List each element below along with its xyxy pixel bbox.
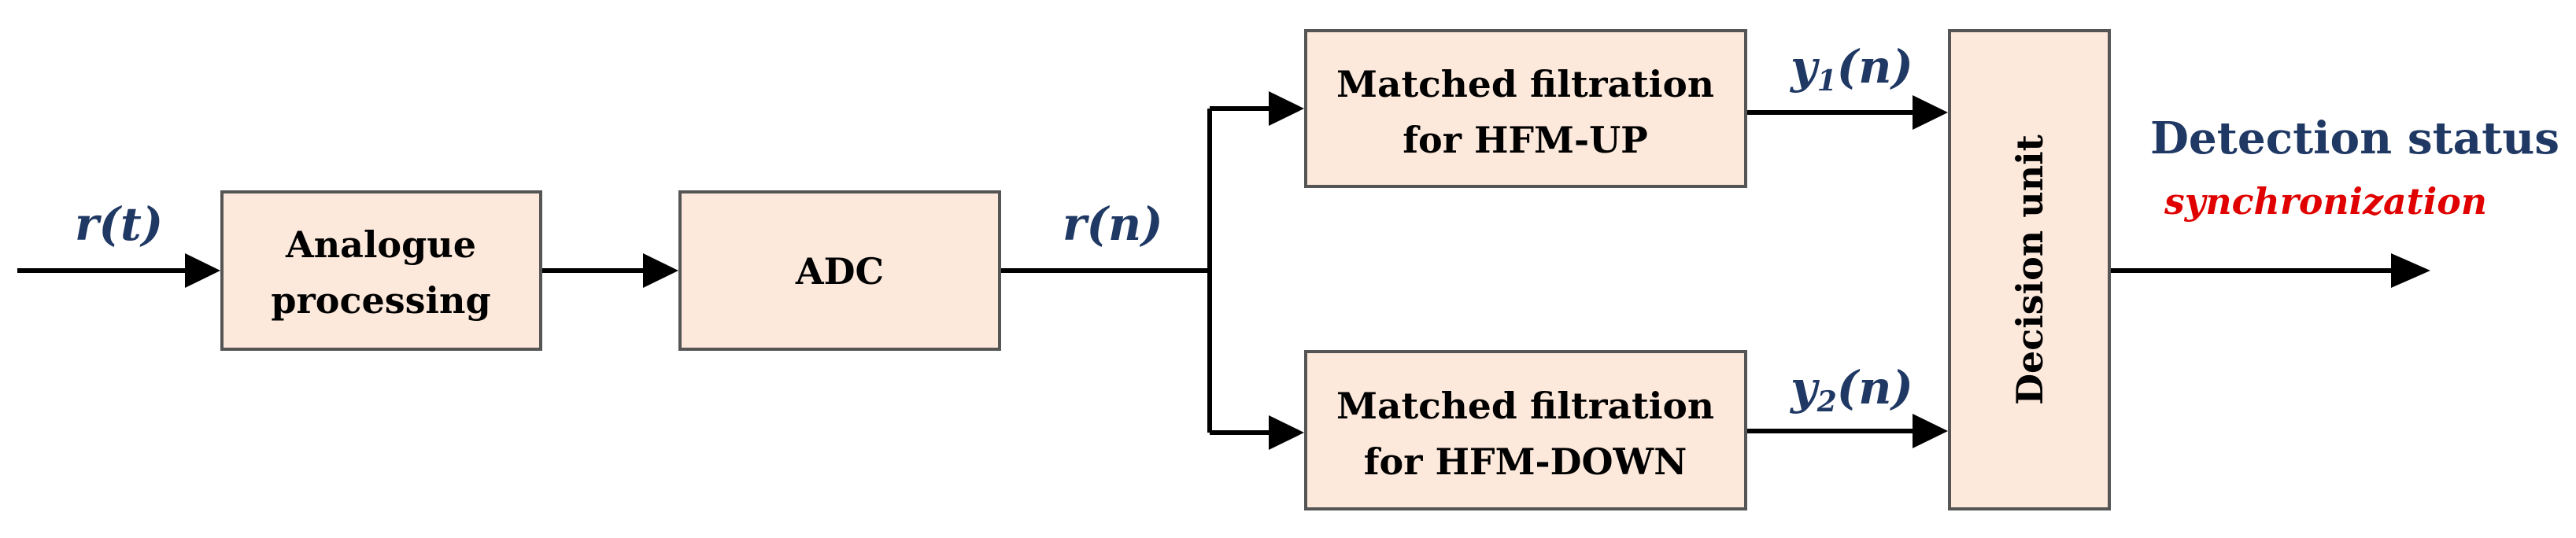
analogue-label-line1: Analogue [285, 223, 476, 266]
detection-status-label: Detection status [2150, 112, 2559, 164]
input-signal-label: r(t) [75, 197, 163, 251]
mf-up-to-decision-arrow-head [1913, 95, 1948, 130]
mf-up-label-line1: Matched filtration [1336, 63, 1714, 105]
analogue-label-line2: processing [271, 279, 490, 322]
adc-block [678, 190, 1001, 351]
synchronization-label: synchronization [2164, 180, 2487, 223]
mf-down-label-line2: for HFM-DOWN [1364, 440, 1687, 483]
analogue-to-adc-arrow-head [643, 253, 678, 288]
matched-filter-up-block [1304, 29, 1747, 188]
connections [17, 91, 2430, 450]
analogue-processing-block [220, 190, 542, 351]
branch-to-mf-down-arrow-head [1269, 415, 1304, 450]
blocks [220, 29, 2111, 510]
branch-to-mf-up-arrow-head [1269, 91, 1304, 126]
y2-signal-label: y2(n) [1789, 361, 1913, 418]
matched-filter-down-block [1304, 350, 1747, 510]
decision-unit-block [1948, 29, 2111, 510]
mf-up-label-line2: for HFM-UP [1403, 119, 1648, 161]
mf-down-to-decision-arrow-head [1913, 414, 1948, 448]
y1-signal-label: y1(n) [1789, 40, 1913, 98]
input-arrow-head [185, 253, 220, 288]
adc-label: ADC [795, 250, 884, 293]
mf-down-label-line1: Matched filtration [1336, 385, 1714, 427]
digital-signal-label: r(n) [1063, 197, 1163, 251]
decision-unit-label: Decision unit [2009, 134, 2051, 405]
output-arrow-head [2391, 253, 2430, 288]
